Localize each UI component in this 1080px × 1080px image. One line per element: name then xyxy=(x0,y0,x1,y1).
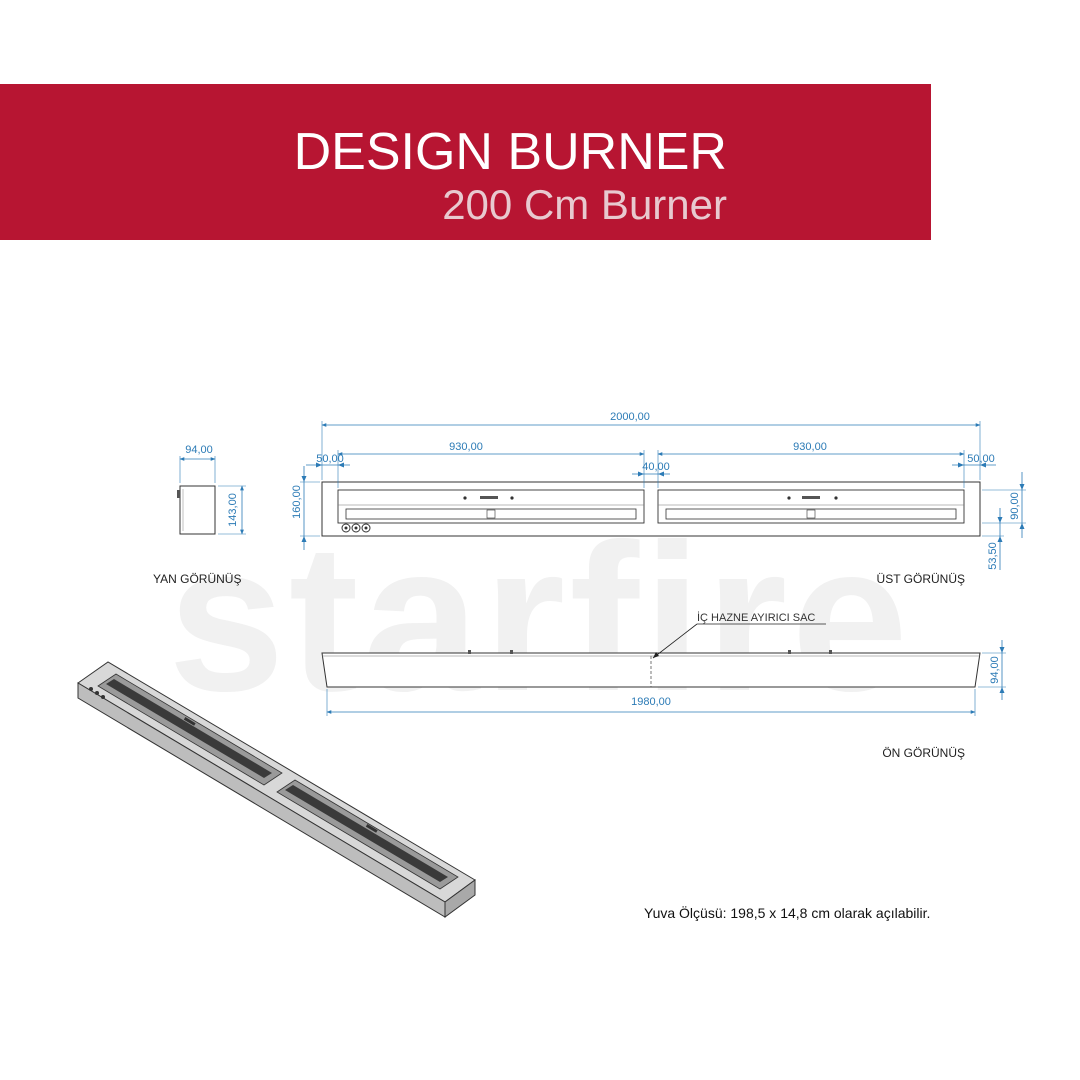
label-front-view: ÖN GÖRÜNÜŞ xyxy=(882,746,965,760)
dim-right-margin: 50,00 xyxy=(967,453,995,465)
dim-top-height: 160,00 xyxy=(291,485,303,519)
dim-right-height: 90,00 xyxy=(1009,492,1021,520)
dim-front-height: 94,00 xyxy=(989,656,1001,684)
watermark: starfire xyxy=(168,500,912,735)
dim-left-segment: 930,00 xyxy=(449,441,483,453)
front-view: İÇ HAZNE AYIRICI SAC 1980,00 94,00 xyxy=(321,611,1006,716)
dim-middle-gap: 40,00 xyxy=(642,461,670,473)
callout-divider: İÇ HAZNE AYIRICI SAC xyxy=(697,611,815,624)
page-subtitle: 200 Cm Burner xyxy=(442,181,727,228)
label-top-view: ÜST GÖRÜNÜŞ xyxy=(877,572,965,586)
dim-side-height: 143,00 xyxy=(227,493,239,527)
dim-left-margin: 50,00 xyxy=(316,453,344,465)
page-title: DESIGN BURNER xyxy=(293,123,727,181)
dim-front-length: 1980,00 xyxy=(631,696,671,708)
header-banner: DESIGN BURNER 200 Cm Burner xyxy=(0,84,931,240)
dim-side-width: 94,00 xyxy=(185,444,213,456)
side-view: 94,00 143,00 xyxy=(177,444,246,535)
dim-right-segment: 930,00 xyxy=(793,441,827,453)
dim-total-length: 2000,00 xyxy=(610,411,650,423)
isometric-view xyxy=(77,661,476,918)
label-side-view: YAN GÖRÜNÜŞ xyxy=(153,572,241,586)
opening-size-note: Yuva Ölçüsü: 198,5 x 14,8 cm olarak açıl… xyxy=(644,905,931,921)
top-view: 2000,00 930,00 930,00 50,00 50,00 40,00 … xyxy=(291,411,1026,570)
dim-right-offset: 53,50 xyxy=(987,542,999,570)
